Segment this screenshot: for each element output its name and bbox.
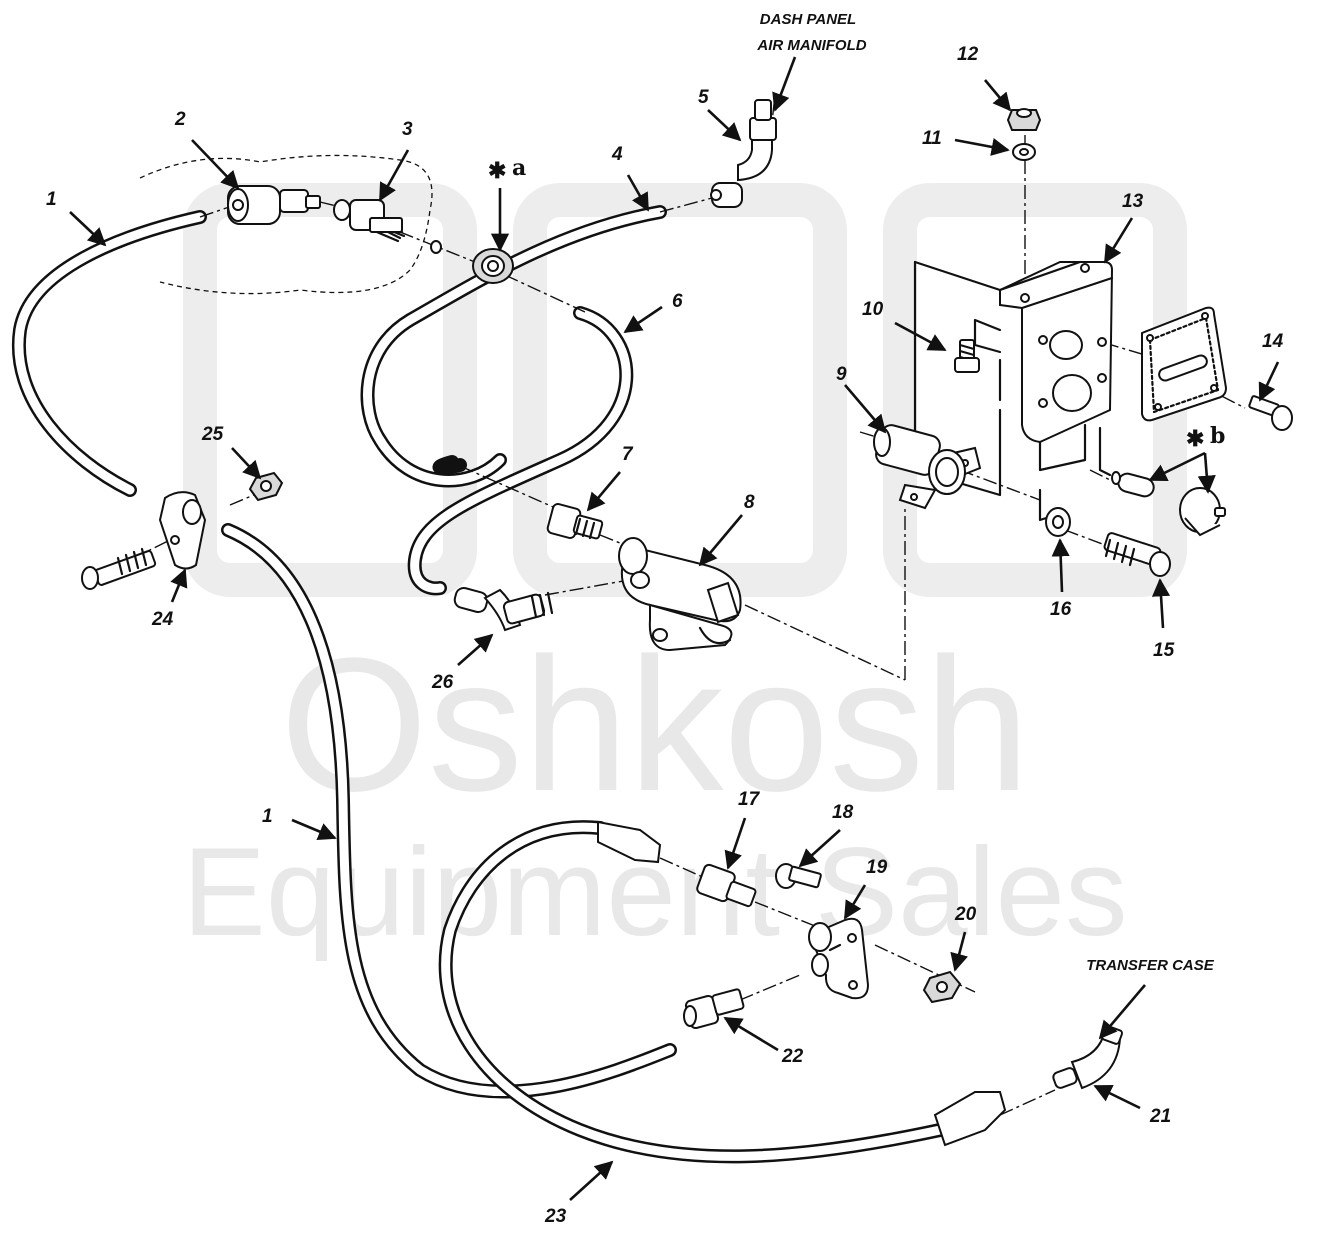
- callout-16: 16: [1050, 599, 1072, 620]
- callout-5: 5: [698, 87, 709, 108]
- flag-b-letter: b: [1210, 423, 1225, 449]
- part-17-fitting: [696, 863, 757, 908]
- part-14-plate: [1141, 306, 1228, 422]
- part-26-elbow: [453, 586, 554, 632]
- outline-dashed-panel: [139, 154, 433, 295]
- part-b-bulb: [1111, 471, 1155, 498]
- panel-outline: [913, 260, 1002, 292]
- callout-9: 9: [836, 364, 847, 385]
- part-23-hose-end-top: [597, 820, 662, 864]
- callout-13: 13: [1122, 191, 1144, 212]
- watermark-line1: Oshkosh: [280, 619, 1030, 831]
- leader-arrows: [69, 56, 1280, 1201]
- part-washer: [430, 240, 442, 254]
- flag-b-star: ✱: [1186, 426, 1204, 452]
- part-2-fitting: [227, 185, 321, 225]
- callout-4: 4: [611, 144, 623, 165]
- part-24-clamp: [158, 491, 207, 570]
- callout-19: 19: [866, 857, 888, 878]
- callout-3: 3: [402, 119, 413, 140]
- callout-6: 6: [672, 291, 683, 312]
- callout-20: 20: [954, 904, 977, 925]
- part-bolt: [81, 547, 157, 590]
- callout-24: 24: [151, 609, 174, 630]
- note-air-manifold: AIR MANIFOLD: [756, 37, 866, 54]
- part-13-bracket: [998, 260, 1114, 444]
- callout-8: 8: [744, 492, 755, 513]
- callout-26: 26: [431, 672, 454, 693]
- flag-a-letter: a: [512, 155, 526, 181]
- note-transfer-case: TRANSFER CASE: [1086, 957, 1215, 974]
- part-10-screw: [954, 339, 980, 373]
- part-b-cap: [1179, 487, 1226, 537]
- part-14-screw: [1248, 395, 1293, 431]
- callout-2: 2: [174, 109, 186, 130]
- callout-21: 21: [1149, 1106, 1171, 1127]
- callout-17: 17: [738, 789, 761, 810]
- callout-1-upper: 1: [46, 189, 57, 210]
- part-5-elbow: [710, 99, 777, 208]
- flag-a-star: ✱: [488, 158, 506, 184]
- part-19-ring: [811, 953, 829, 977]
- callout-18: 18: [832, 802, 854, 823]
- callout-labels: 1 2 3 4 5 6 7 8 9 10 11 12 13 14 15 16 1…: [46, 44, 1284, 1227]
- callout-15: 15: [1153, 640, 1175, 661]
- part-9-switch: [873, 424, 982, 510]
- callout-14: 14: [1262, 331, 1284, 352]
- callout-25: 25: [201, 424, 224, 445]
- notes: DASH PANEL AIR MANIFOLD TRANSFER CASE: [756, 11, 1214, 974]
- callout-22: 22: [781, 1046, 804, 1067]
- part-23-hose-end-bottom: [933, 1091, 1007, 1147]
- hose-1-upper: [11, 210, 207, 497]
- part-12-nut: [1006, 109, 1042, 131]
- note-dash-panel: DASH PANEL: [760, 11, 856, 28]
- part-22-fitting: [683, 988, 745, 1030]
- callout-23: 23: [544, 1206, 567, 1227]
- part-15-screw: [1103, 532, 1171, 577]
- part-a-nut: [472, 248, 514, 284]
- part-3-fitting: [333, 199, 406, 243]
- callout-7: 7: [622, 444, 634, 465]
- parts: [81, 99, 1293, 1147]
- flag-a: ✱ a: [488, 155, 526, 184]
- callout-10: 10: [862, 299, 884, 320]
- hoses: [11, 205, 947, 1164]
- flag-b: ✱ b: [1186, 423, 1225, 452]
- part-18-screw: [775, 863, 822, 889]
- part-8-valve: [618, 537, 742, 652]
- part-25-nut: [248, 471, 284, 502]
- part-21-elbow: [1052, 1025, 1124, 1090]
- callout-12: 12: [957, 44, 979, 65]
- callout-11: 11: [922, 128, 942, 149]
- part-7-fitting: [546, 503, 604, 540]
- part-19-bracket: [808, 917, 870, 1000]
- part-16-grommet: [1045, 507, 1071, 537]
- callout-1-lower: 1: [262, 806, 273, 827]
